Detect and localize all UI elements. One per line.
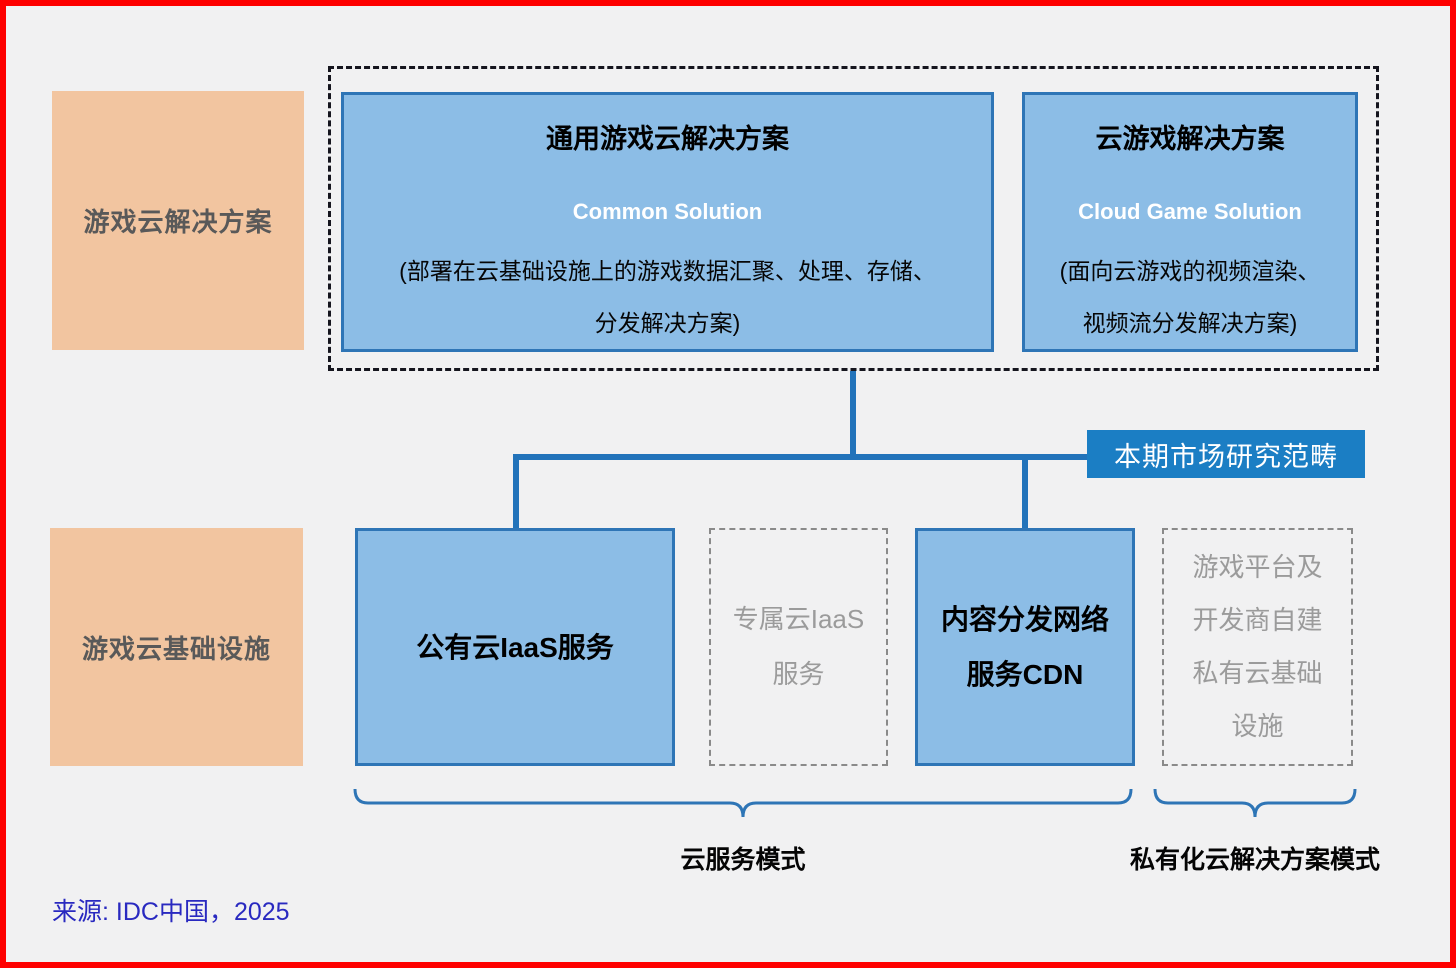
- connector-drop-public-iaas: [513, 454, 519, 528]
- private-cloud-line3: 私有云基础: [1192, 658, 1323, 688]
- connector-vertical-main: [850, 371, 856, 460]
- cloud-game-solution-desc-line1: (面向云游戏的视频渲染、: [1059, 258, 1321, 284]
- solutions-group-outline: [328, 66, 1379, 371]
- common-solution-title: 通用游戏云解决方案: [546, 124, 789, 154]
- cloud-game-solution-desc-line2: 视频流分发解决方案): [1082, 310, 1298, 336]
- dedicated-iaas-box: 专属云IaaS 服务: [709, 528, 888, 766]
- dedicated-iaas-line1: 专属云IaaS: [732, 604, 865, 634]
- cloud-service-mode-label: 云服务模式: [680, 846, 806, 874]
- common-solution-desc: (部署在云基础设施上的游戏数据汇聚、处理、存储、 分发解决方案): [399, 245, 936, 349]
- source-text: 来源: IDC中国，2025: [52, 898, 290, 926]
- cloud-game-solution-title: 云游戏解决方案: [1095, 124, 1285, 154]
- common-solution-subtitle: Common Solution: [572, 199, 763, 224]
- row-label-infrastructure-text: 游戏云基础设施: [81, 633, 271, 664]
- scope-tag-text: 本期市场研究范畴: [1114, 441, 1338, 472]
- connector-drop-cdn: [1022, 454, 1028, 528]
- brace-private-mode: [1153, 788, 1357, 818]
- common-solution-desc-line1: (部署在云基础设施上的游戏数据汇聚、处理、存储、: [399, 258, 936, 284]
- private-cloud-line4: 设施: [1231, 711, 1284, 741]
- row-label-solutions: 游戏云解决方案: [52, 91, 304, 350]
- dedicated-iaas-line2: 服务: [772, 659, 825, 689]
- scope-tag: 本期市场研究范畴: [1087, 430, 1365, 478]
- private-cloud-mode-label: 私有化云解决方案模式: [1129, 846, 1381, 874]
- cloud-game-solution-desc: (面向云游戏的视频渲染、 视频流分发解决方案): [1060, 245, 1321, 349]
- cdn-box: 内容分发网络 服务CDN: [915, 528, 1135, 766]
- common-solution-box: 通用游戏云解决方案 Common Solution (部署在云基础设施上的游戏数…: [341, 92, 994, 352]
- cdn-line2: 服务CDN: [966, 659, 1084, 690]
- public-iaas-box: 公有云IaaS服务: [355, 528, 675, 766]
- cdn-line1: 内容分发网络: [940, 604, 1109, 635]
- common-solution-desc-line2: 分发解决方案): [594, 310, 741, 336]
- public-iaas-text: 公有云IaaS服务: [416, 631, 614, 663]
- row-label-infrastructure: 游戏云基础设施: [50, 528, 303, 766]
- private-cloud-box: 游戏平台及 开发商自建 私有云基础 设施: [1162, 528, 1353, 766]
- cloud-game-solution-subtitle: Cloud Game Solution: [1078, 199, 1302, 224]
- brace-cloud-service-mode: [353, 788, 1133, 818]
- row-label-solutions-text: 游戏云解决方案: [83, 207, 273, 237]
- connector-horizontal: [513, 454, 1087, 460]
- cloud-game-solution-box: 云游戏解决方案 Cloud Game Solution (面向云游戏的视频渲染、…: [1022, 92, 1358, 352]
- private-cloud-line2: 开发商自建: [1192, 605, 1323, 635]
- private-cloud-line1: 游戏平台及: [1192, 552, 1323, 582]
